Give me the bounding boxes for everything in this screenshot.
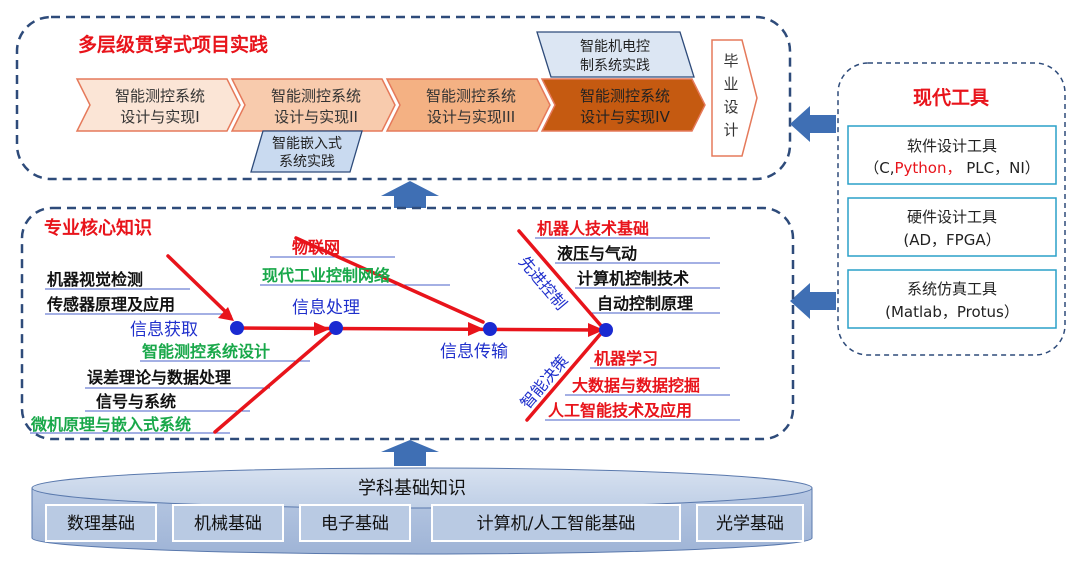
- core-to-practice-arrow: [381, 181, 439, 208]
- embedded-line1: 智能嵌入式: [272, 136, 342, 152]
- software-tools-line2: （C,Python， PLC，NI）: [864, 159, 1040, 177]
- electromech-practice-box: [536, 31, 695, 78]
- foundation-item-1-box: [45, 504, 157, 542]
- software-tools-card: [847, 125, 1057, 185]
- step-2-line1: 智能测控系统: [271, 87, 361, 105]
- transmission-node: [483, 322, 497, 336]
- step-2-line2: 设计与实现II: [274, 108, 358, 126]
- electromech-line2: 制系统实践: [580, 58, 650, 74]
- project-practice-box: [15, 15, 792, 181]
- processing-item-1: 物联网: [292, 238, 340, 257]
- modern-tools-title: 现代工具: [913, 87, 989, 109]
- acquisition-arrowhead: [218, 307, 234, 321]
- foundation-item-4-box: [431, 504, 681, 542]
- foundation-item-5: 光学基础: [716, 514, 784, 534]
- goal-node: [599, 323, 613, 337]
- step-4-line1: 智能测控系统: [580, 87, 670, 105]
- transmission-arrowhead: [468, 322, 484, 336]
- step-4-line2: 设计与实现IV: [580, 108, 670, 126]
- electromech-line1: 智能机电控: [580, 39, 650, 55]
- acquisition-node: [230, 321, 244, 335]
- embedded-line2: 系统实践: [279, 154, 335, 170]
- tools-to-core-arrow: [790, 283, 836, 319]
- advanced-control-item-4: 自动控制原理: [597, 294, 693, 313]
- foundation-cylinder-top: [31, 467, 813, 509]
- graduation-char-1: 毕: [723, 52, 738, 70]
- processing-arrowhead: [314, 322, 330, 336]
- simulation-tools-card: [847, 269, 1057, 329]
- decision-item-3: 人工智能技术及应用: [548, 401, 692, 420]
- advanced-control-item-1: 机器人技术基础: [537, 219, 649, 238]
- embedded-practice-box: [250, 130, 363, 173]
- simulation-tools-line1: 系统仿真工具: [907, 280, 997, 298]
- foundation-item-2: 机械基础: [194, 514, 262, 534]
- left-upper-item-1: 机器视觉检测: [47, 270, 143, 289]
- left-lower-item-2: 误差理论与数据处理: [87, 368, 231, 387]
- step-1-chevron: [75, 78, 241, 132]
- step-1-line2: 设计与实现I: [120, 108, 199, 126]
- fishbone-underlines: [30, 237, 740, 434]
- decision-item-1: 机器学习: [594, 349, 658, 368]
- graduation-char-4: 计: [723, 121, 738, 139]
- left-upper-item-2: 传感器原理及应用: [46, 295, 175, 314]
- modern-tools-box: [837, 62, 1066, 356]
- step-3-line1: 智能测控系统: [426, 87, 516, 105]
- foundation-item-4: 计算机/人工智能基础: [477, 514, 636, 534]
- hardware-tools-line1: 硬件设计工具: [907, 208, 997, 226]
- software-tools-line1: 软件设计工具: [907, 137, 997, 155]
- foundation-item-5-box: [696, 504, 804, 542]
- hardware-tools-line2: (AD，FPGA）: [903, 231, 1000, 249]
- simulation-tools-line2: (Matlab，Protus）: [885, 303, 1019, 321]
- fishbone-bones: [166, 229, 605, 434]
- processing-node: [329, 321, 343, 335]
- foundation-to-core-arrow: [381, 440, 439, 466]
- transmission-label: 信息传输: [440, 342, 508, 362]
- project-practice-title: 多层级贯穿式项目实践: [78, 33, 268, 56]
- tools-to-practice-arrow: [790, 106, 836, 142]
- step-3-chevron: [385, 78, 551, 132]
- step-1-line1: 智能测控系统: [115, 87, 205, 105]
- graduation-char-2: 业: [723, 75, 738, 93]
- processing-label: 信息处理: [292, 298, 360, 318]
- left-lower-item-4: 微机原理与嵌入式系统: [30, 415, 191, 434]
- step-4-chevron: [540, 78, 706, 132]
- advanced-control-item-2: 液压与气动: [557, 244, 637, 263]
- processing-item-2: 现代工业控制网络: [262, 266, 390, 285]
- core-knowledge-title: 专业核心知识: [44, 217, 152, 239]
- left-lower-item-3: 信号与系统: [96, 392, 176, 411]
- advanced-control-item-3: 计算机控制技术: [577, 269, 689, 288]
- graduation-char-3: 设: [723, 98, 738, 116]
- hardware-tools-card: [847, 197, 1057, 257]
- acquisition-label: 信息获取: [130, 320, 198, 340]
- foundation-item-1: 数理基础: [67, 514, 135, 534]
- goal-arrowhead: [588, 323, 604, 337]
- decision-item-2: 大数据与数据挖掘: [572, 376, 700, 395]
- foundation-item-3-box: [299, 504, 411, 542]
- foundation-title: 学科基础知识: [358, 478, 466, 499]
- core-knowledge-box: [20, 206, 795, 441]
- foundation-item-3: 电子基础: [321, 514, 389, 534]
- graduation-design-box: [711, 39, 758, 157]
- foundation-item-2-box: [172, 504, 284, 542]
- step-3-line2: 设计与实现III: [427, 108, 515, 126]
- step-2-chevron: [230, 78, 396, 132]
- left-lower-item-1: 智能测控系统设计: [142, 342, 270, 361]
